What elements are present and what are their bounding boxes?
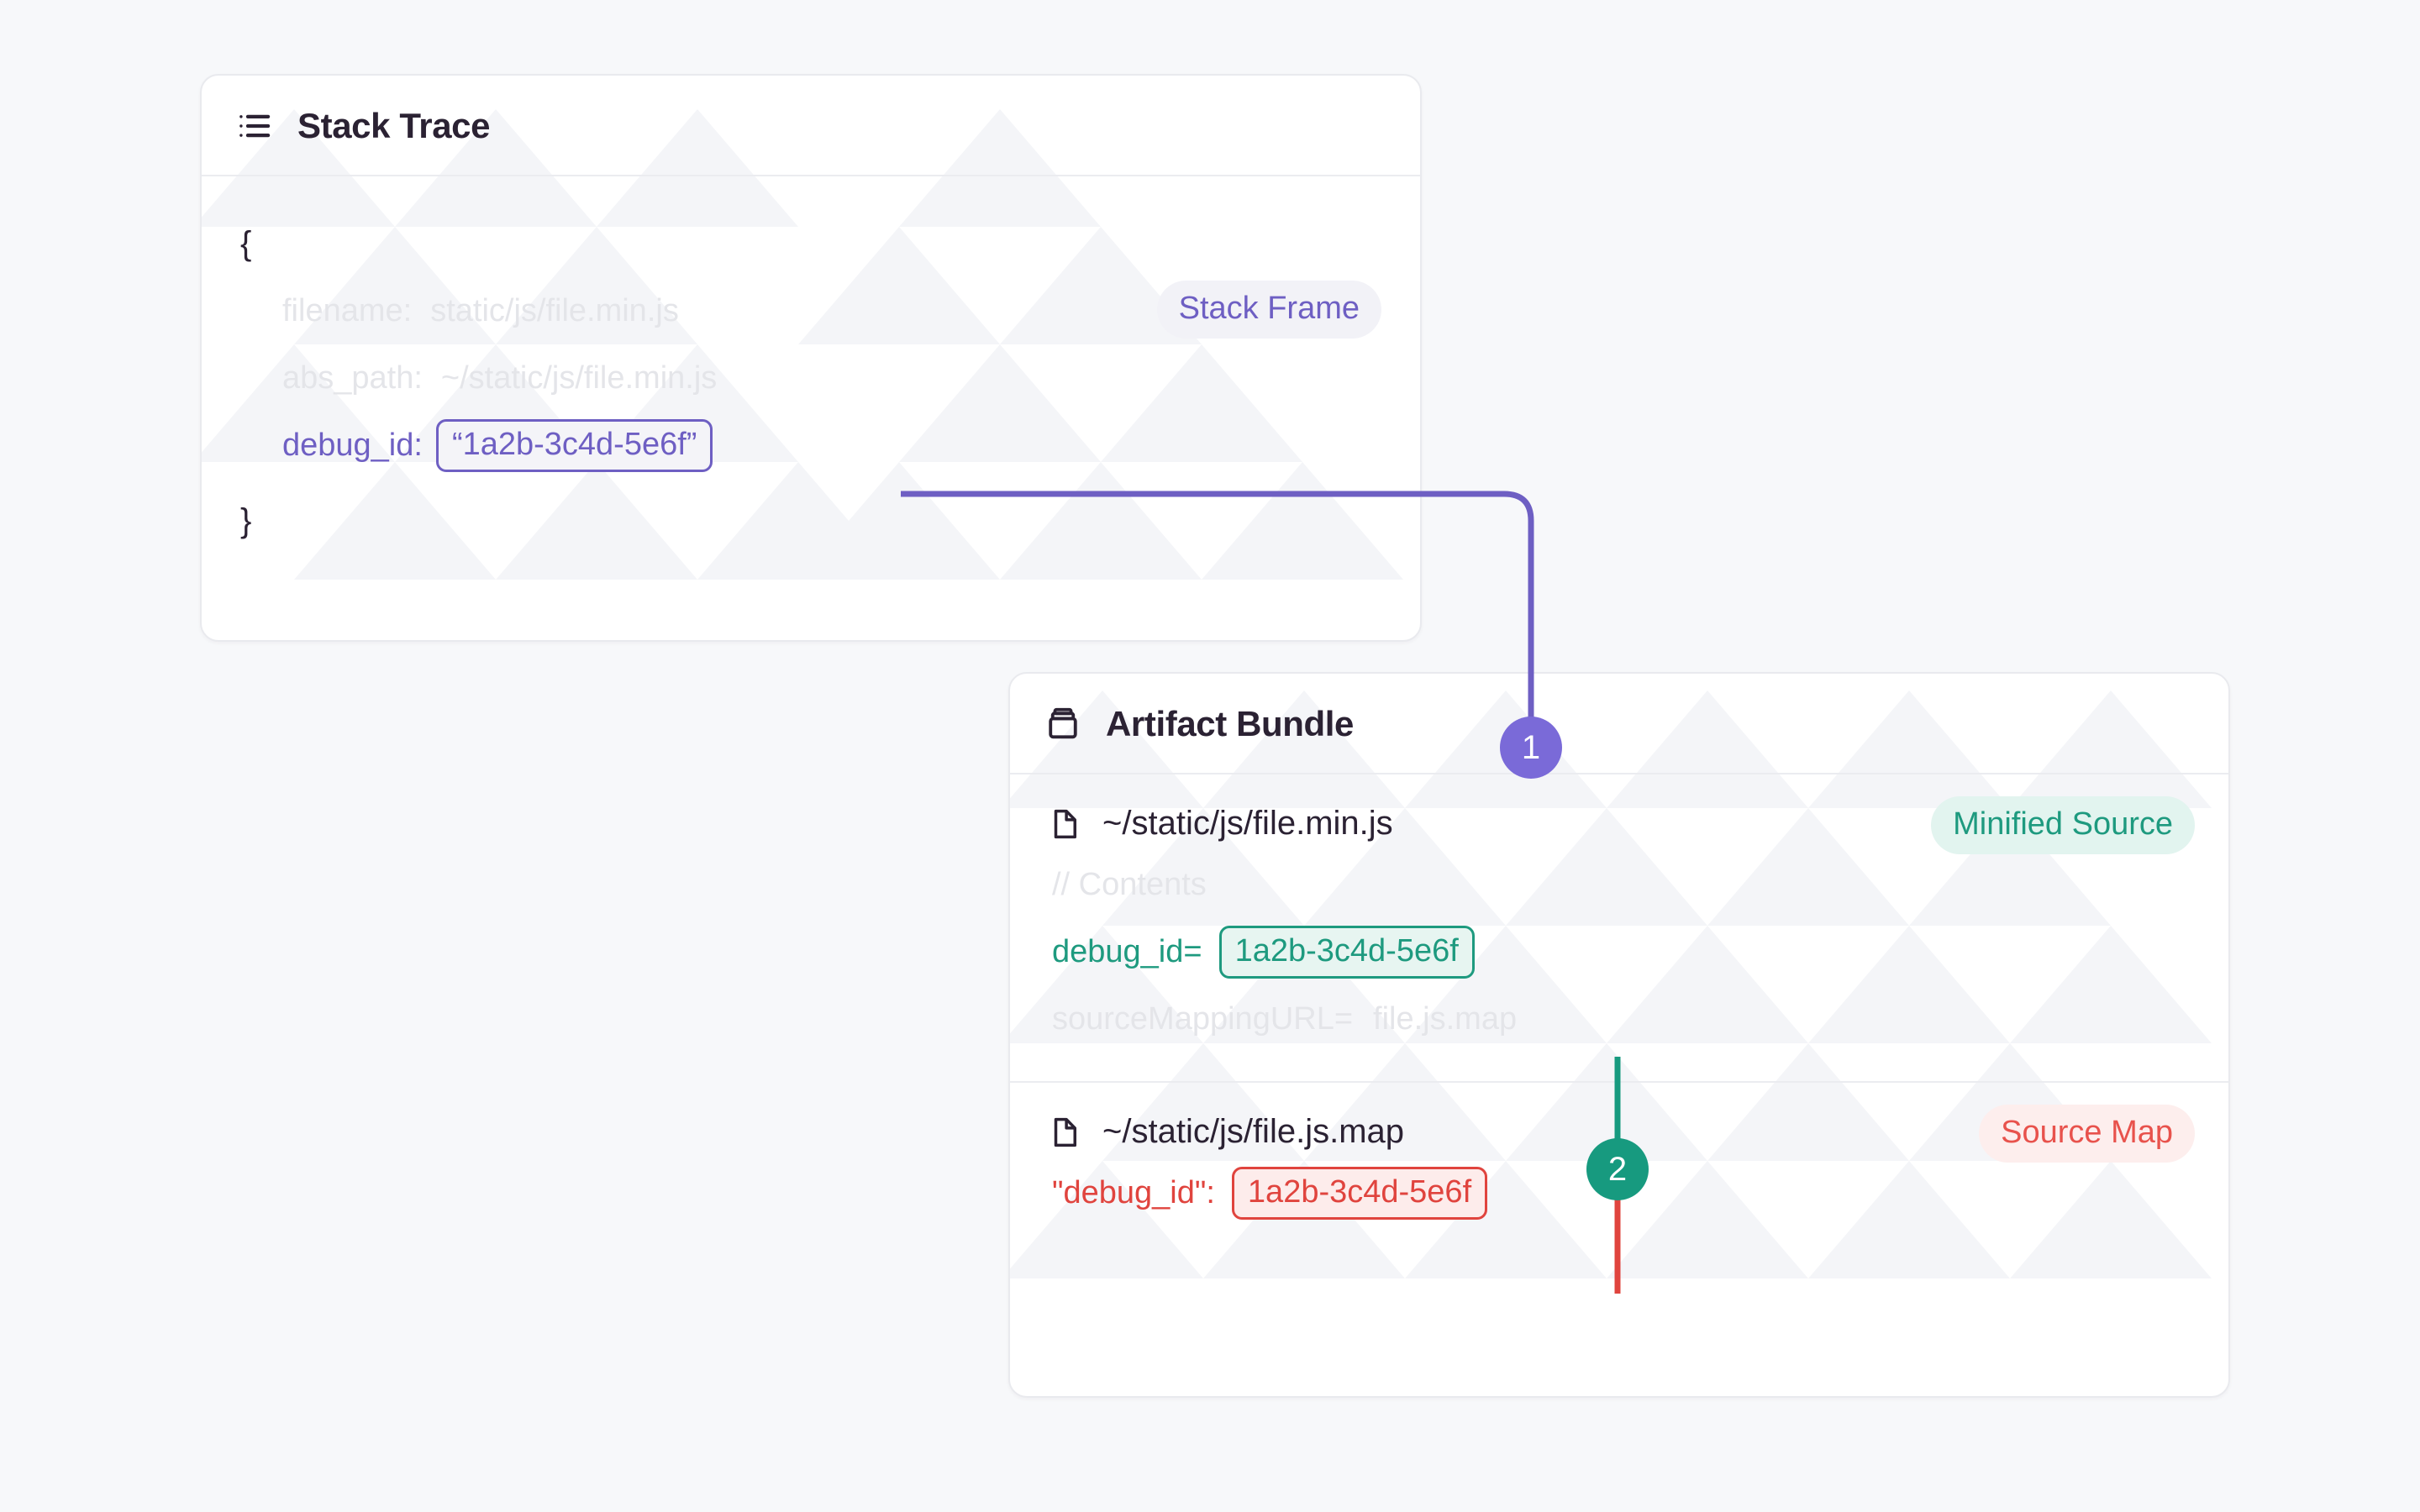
file-icon [1054, 1117, 1076, 1147]
step-badge-2: 2 [1586, 1138, 1649, 1200]
minified-source-contents-comment: // Contents [1047, 851, 2191, 918]
field-filename-key: filename: [282, 292, 413, 328]
stack-trace-header: Stack Trace [202, 76, 1420, 176]
field-abs-path: abs_path: ~/static/js/file.min.js [202, 344, 1420, 412]
step-badge-1: 1 [1500, 717, 1562, 779]
minified-source-filename-row: ~/static/js/file.min.js [1047, 805, 2191, 843]
minified-debug-id-value-chip[interactable]: 1a2b-3c4d-5e6f [1218, 925, 1475, 979]
stack-trace-close-brace-line: } [202, 487, 1420, 554]
status-badge-minified-source: Minified Source [1931, 796, 2195, 854]
field-debug-id: debug_id: “1a2b-3c4d-5e6f” [202, 412, 1420, 479]
status-badge-stack-frame: Stack Frame [1156, 281, 1381, 339]
minified-source-mapping-url-line: sourceMappingURL= file.js.map [1047, 985, 2191, 1053]
source-map-filename-row: ~/static/js/file.js.map [1047, 1113, 2191, 1151]
source-map-debug-id-line: "debug_id": 1a2b-3c4d-5e6f [1047, 1159, 2191, 1226]
minified-debug-id-key: debug_id= [1052, 933, 1202, 969]
artifact-row-minified-source: ~/static/js/file.min.js // Contents debu… [1010, 774, 2228, 1081]
field-filename-value: static/js/file.min.js [430, 292, 679, 328]
open-brace: { [240, 224, 252, 262]
status-badge-source-map: Source Map [1979, 1105, 2195, 1163]
artifact-bundle-body: ~/static/js/file.min.js // Contents debu… [1010, 774, 2228, 1255]
source-map-filename: ~/static/js/file.js.map [1102, 1113, 1405, 1150]
stack-trace-card: Stack Trace { filename: static/js/file.m… [200, 74, 1422, 642]
archive-icon [1049, 707, 1077, 739]
field-filename: filename: static/js/file.min.js [202, 277, 1420, 344]
source-map-debug-id-key: "debug_id": [1052, 1174, 1215, 1210]
artifact-bundle-title: Artifact Bundle [1106, 704, 1355, 743]
field-abs-path-key: abs_path: [282, 360, 423, 396]
source-map-debug-id-value-chip[interactable]: 1a2b-3c4d-5e6f [1231, 1166, 1488, 1220]
artifact-row-source-map: ~/static/js/file.js.map "debug_id": 1a2b… [1010, 1081, 2228, 1255]
artifact-bundle-card: Artifact Bundle ~/static/js/file.min.js … [1008, 672, 2230, 1398]
field-debug-id-value-chip[interactable]: “1a2b-3c4d-5e6f” [435, 418, 713, 472]
stack-trace-body: { filename: static/js/file.min.js abs_pa… [202, 176, 1420, 593]
stack-trace-title: Stack Trace [297, 106, 491, 145]
stack-trace-open-brace-line: { [202, 210, 1420, 277]
list-icon [239, 114, 271, 138]
source-mapping-url-value: file.js.map [1373, 1000, 1518, 1037]
contents-comment-text: // Contents [1052, 866, 1207, 902]
source-mapping-url-key: sourceMappingURL= [1052, 1000, 1354, 1037]
field-debug-id-key: debug_id: [282, 427, 423, 463]
close-brace: } [240, 501, 252, 539]
file-icon [1054, 809, 1076, 838]
minified-source-debug-id-line: debug_id= 1a2b-3c4d-5e6f [1047, 918, 2191, 985]
minified-source-filename: ~/static/js/file.min.js [1102, 805, 1393, 842]
artifact-bundle-header: Artifact Bundle [1010, 674, 2228, 774]
field-abs-path-value: ~/static/js/file.min.js [440, 360, 718, 396]
